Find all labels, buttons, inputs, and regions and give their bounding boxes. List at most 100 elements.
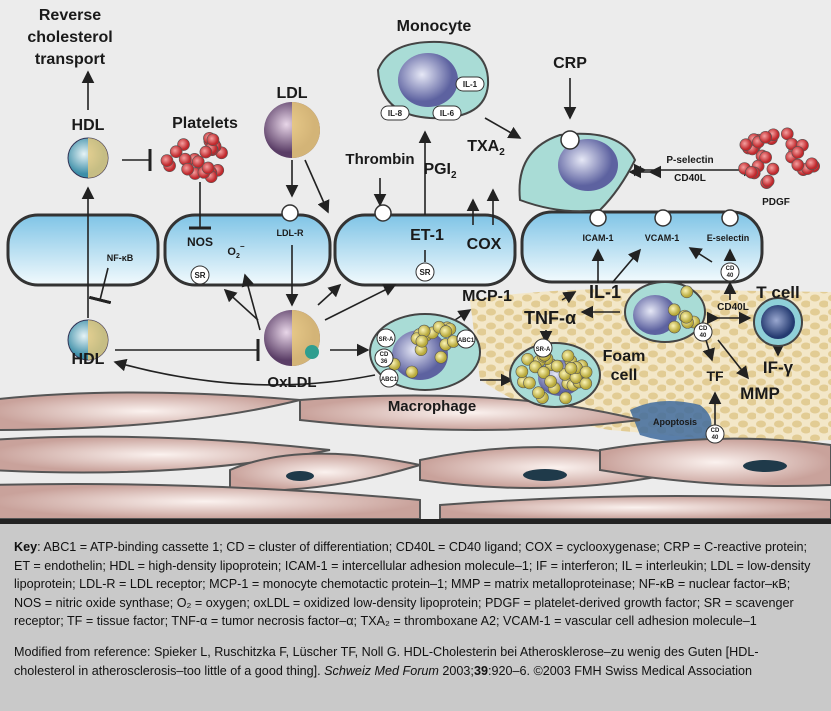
macrophage-cell: [369, 313, 481, 391]
lipid-droplet: [561, 349, 575, 363]
reference-suffix: :920–6. ©2003 FMH Swiss Medical Associat…: [487, 663, 753, 678]
lipid-droplet: [680, 285, 694, 299]
vcam1-label: VCAM-1: [645, 233, 680, 243]
platelet: [181, 162, 194, 176]
il6-badge: IL-6: [432, 105, 462, 121]
platelet-cluster: [160, 131, 228, 184]
reference-text: Modified from reference: Spieker L, Rusc…: [14, 643, 819, 680]
svg-text:SR-A: SR-A: [379, 337, 394, 343]
foam-cell-label: Foam: [603, 348, 646, 365]
pdgf-platelet-cluster: [738, 127, 820, 189]
abc1-receptor-1: ABC1: [379, 368, 399, 388]
ldl-particle: [264, 102, 320, 158]
ldlr-label: LDL-R: [277, 228, 304, 238]
svg-text:40: 40: [712, 435, 719, 441]
mcp1-label: MCP-1: [462, 288, 512, 305]
svg-text:SR: SR: [194, 271, 205, 280]
foam-cell: [509, 342, 601, 408]
pathway-arrows: [81, 70, 785, 425]
receptor-circles: [281, 204, 739, 227]
platelet: [805, 157, 819, 171]
platelets-label: Platelets: [172, 115, 238, 132]
svg-text:ABC1: ABC1: [381, 377, 398, 383]
svg-text:40: 40: [727, 273, 734, 279]
mmp-label: MMP: [740, 384, 780, 403]
sr-receptor-1: SR: [190, 265, 210, 285]
svg-text:CD: CD: [380, 352, 389, 358]
lipid-droplet: [667, 303, 681, 317]
foam-cell-label-2: cell: [611, 367, 638, 384]
platelet: [201, 161, 215, 175]
svg-text:40: 40: [700, 333, 707, 339]
monocyte-cell: [376, 40, 490, 120]
cox-label: COX: [467, 236, 502, 253]
pdgf-label: PDGF: [762, 197, 790, 208]
p-selectin-label: P-selectin: [666, 155, 713, 166]
lipid-droplet: [523, 376, 536, 390]
platelet: [791, 146, 805, 159]
platelet: [766, 162, 780, 176]
hdl-particle-top: [67, 137, 109, 179]
lipid-droplet: [521, 353, 534, 366]
reverse-transport-label-3: transport: [35, 51, 106, 68]
lipid-droplet: [544, 375, 557, 388]
reverse-transport-label: Reverse: [39, 7, 101, 24]
apoptosis-region: [630, 401, 712, 442]
cd40l-label-mid: CD40L: [717, 302, 749, 313]
platelet: [169, 145, 183, 158]
svg-text:IL-1: IL-1: [463, 80, 478, 89]
cd40-receptor-bottom: CD40: [705, 424, 725, 444]
svg-text:CD: CD: [699, 326, 708, 332]
nfkb-label: NF-κB: [107, 253, 134, 263]
o2-label: O2−: [227, 242, 244, 260]
svg-text:36: 36: [381, 359, 388, 365]
key-text: Key: ABC1 = ATP-binding cassette 1; CD =…: [14, 538, 819, 631]
tf-label: TF: [706, 368, 724, 384]
lipid-droplet: [680, 310, 693, 324]
pgi2-label: PGI2: [423, 161, 457, 181]
reverse-transport-label-2: cholesterol: [27, 29, 112, 46]
endothelium: [6, 210, 764, 287]
endothelial-cell-4: [520, 210, 764, 284]
svg-text:SR: SR: [419, 268, 430, 277]
key-heading: Key: [14, 540, 38, 554]
sr-a-receptor-1: SR-A: [376, 328, 396, 348]
lipid-droplet: [564, 362, 578, 375]
lipid-droplet: [668, 320, 681, 334]
macrophage-label: Macrophage: [388, 398, 476, 415]
cd40-receptor-endothelium: CD40: [720, 262, 740, 282]
platelet: [160, 154, 174, 167]
crp-bound-cell: [518, 130, 637, 213]
if-gamma-label: IF-γ: [763, 358, 794, 377]
cd40-receptor-macrophage: CD40: [693, 322, 713, 342]
il1-label: IL-1: [589, 282, 621, 302]
lipid-droplet: [434, 350, 448, 364]
icam1-label: ICAM-1: [583, 233, 614, 243]
reference-volume: 39: [473, 663, 488, 678]
nos-label: NOS: [187, 235, 213, 249]
plaque-macrophage: [624, 281, 706, 343]
svg-text:CD: CD: [711, 428, 720, 434]
lipid-droplet: [515, 365, 529, 378]
lipid-droplet: [537, 366, 551, 379]
platelet: [759, 130, 772, 144]
abc1-receptor-2: ABC1: [456, 329, 476, 349]
platelet: [191, 155, 205, 169]
reference-year: 2003;: [438, 663, 474, 678]
lipid-droplet: [532, 386, 545, 400]
svg-text:SR-A: SR-A: [536, 347, 551, 353]
endothelial-cell-1: [6, 213, 160, 287]
thrombin-label: Thrombin: [345, 151, 414, 168]
lipid-droplet: [579, 365, 593, 379]
reference-citation: Modified from reference: Spieker L, Rusc…: [14, 644, 759, 678]
lipid-droplet: [439, 325, 453, 338]
platelet: [739, 138, 753, 152]
lipid-droplet: [559, 391, 572, 405]
platelet: [791, 158, 805, 172]
tnf-alpha-label: TNF-α: [524, 308, 576, 328]
platelet: [761, 174, 775, 188]
lipid-droplet: [550, 359, 564, 373]
t-cell-label: T cell: [756, 283, 799, 302]
